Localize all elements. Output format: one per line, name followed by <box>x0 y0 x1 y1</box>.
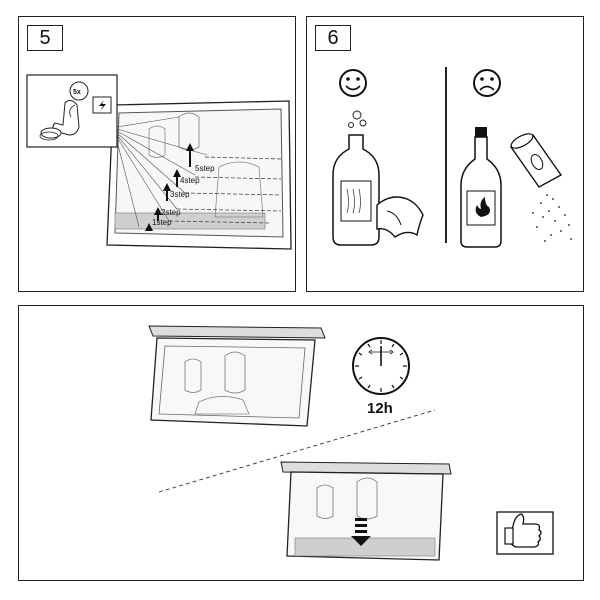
powder-shaker-icon <box>509 133 572 242</box>
step-label-1: 1step <box>152 218 172 227</box>
step-label-5: 5step <box>195 164 215 173</box>
smiley-sad-icon <box>473 69 501 97</box>
panel-wait-12h: 12h <box>18 305 584 581</box>
step-label-4: 4step <box>180 176 200 185</box>
panel-step-5: 5 <box>18 16 296 292</box>
car-window-upper <box>148 325 326 427</box>
arrow-down-icon <box>351 518 371 546</box>
step-label-3: 3step <box>170 190 190 199</box>
clock-label: 12h <box>367 400 393 417</box>
flammable-bottle-icon <box>460 127 502 248</box>
panel-step-6: 6 <box>306 16 584 292</box>
panel-6-illustration <box>332 67 572 248</box>
thumbs-up-icon <box>496 511 554 555</box>
panel-7-illustration: 12h <box>148 325 554 561</box>
press-count-badge: 5x <box>73 89 81 96</box>
step-label-2: 2step <box>161 208 181 217</box>
cloth-icon <box>376 196 424 238</box>
step-number-6: 6 <box>315 25 351 51</box>
step-number-5: 5 <box>27 25 63 51</box>
clock-icon <box>352 337 410 395</box>
cleaner-bottle-icon <box>332 134 380 246</box>
step-arrows <box>145 143 194 231</box>
lightning-icon <box>92 96 112 114</box>
smiley-happy-icon <box>339 69 367 97</box>
panel-5-illustration: 1step 2step 3step 4step 5step 5x <box>26 74 292 250</box>
car-window-lower <box>280 461 452 561</box>
step-lines <box>168 156 282 224</box>
